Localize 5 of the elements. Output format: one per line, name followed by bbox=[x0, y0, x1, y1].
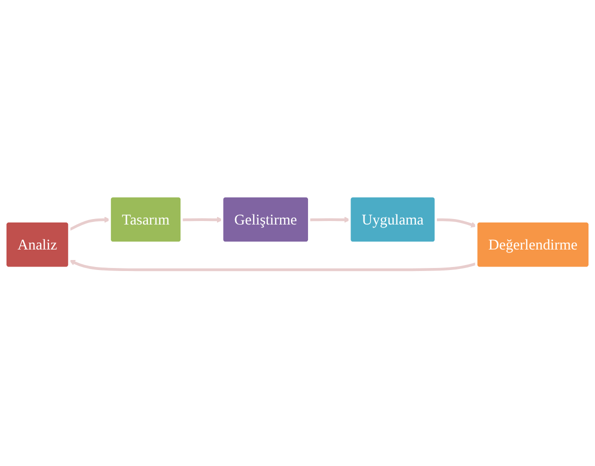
arrow bbox=[309, 216, 350, 223]
arrow bbox=[69, 216, 110, 231]
arrow bbox=[182, 216, 223, 223]
arrow bbox=[436, 218, 477, 228]
arrow bbox=[69, 260, 477, 272]
